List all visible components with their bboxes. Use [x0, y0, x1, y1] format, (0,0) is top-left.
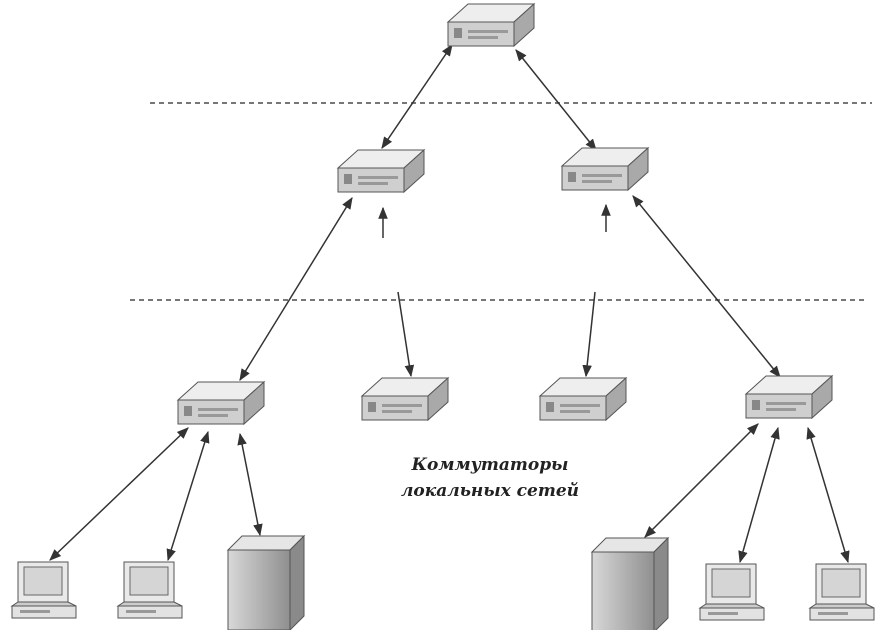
diagram-caption: Коммутаторы локальных сетей: [370, 452, 610, 504]
link-core-left: [381, 44, 453, 149]
link-access-3: [582, 291, 596, 378]
switch-icon: [560, 146, 650, 192]
switch-icon: [538, 376, 628, 422]
switch-icon: [446, 2, 536, 48]
link-host-1: [49, 427, 189, 561]
computer-icon: [698, 563, 765, 621]
link-access-4: [632, 195, 781, 378]
server-icon: [226, 534, 306, 630]
connections: [49, 44, 850, 564]
switch-icon: [744, 374, 834, 420]
computer-icon: [808, 563, 875, 621]
server-icon: [590, 536, 670, 630]
switch-icon: [176, 380, 266, 426]
link-access-2: [397, 291, 415, 378]
link-access-1: [239, 196, 353, 382]
computer-icon: [116, 561, 183, 619]
link-host-5: [738, 426, 780, 564]
link-core-right: [515, 49, 597, 151]
link-host-4: [644, 423, 759, 538]
switch-icon: [336, 148, 426, 194]
link-host-6: [806, 426, 850, 564]
link-host-2: [166, 430, 210, 562]
switch-icon: [360, 376, 450, 422]
computer-icon: [10, 561, 77, 619]
caption-line-2: локальных сетей: [400, 481, 580, 501]
caption-line-1: Коммутаторы: [411, 455, 569, 475]
link-host-3: [237, 432, 263, 537]
